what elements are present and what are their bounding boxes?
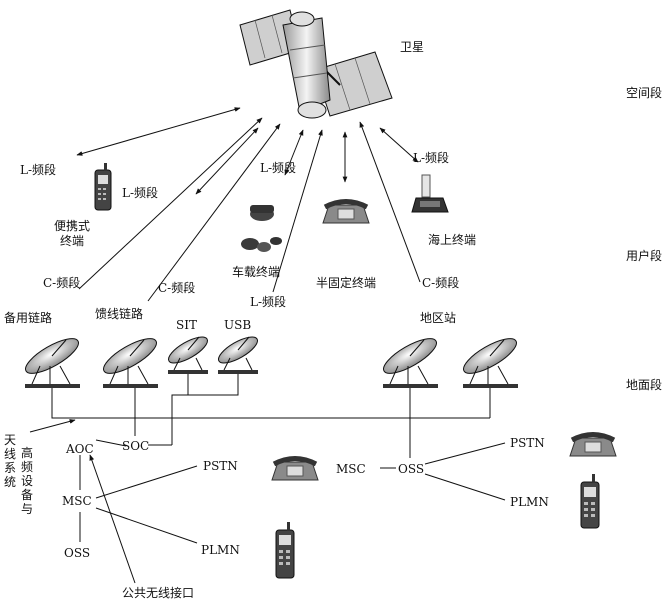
pstn-label-center: PSTN bbox=[203, 459, 238, 473]
feeder-link-label: 馈线链路 bbox=[95, 307, 144, 321]
l-band-label-portable-2: L-频段 bbox=[122, 186, 159, 200]
msc-label-left: MSC bbox=[62, 494, 92, 508]
link-portable-l-band-2 bbox=[195, 127, 259, 195]
regional-station-label: 地区站 bbox=[420, 311, 457, 325]
semi-fixed-terminal-label: 半固定终端 bbox=[316, 276, 377, 290]
l-band-label-vehicle: L-频段 bbox=[260, 161, 297, 175]
oss-label-left: OSS bbox=[64, 546, 91, 560]
ground-connections bbox=[51, 374, 506, 544]
regional-station-dish-icon-2 bbox=[463, 338, 518, 388]
plmn-mobile-icon-right bbox=[580, 474, 600, 529]
backup-link-dish-icon bbox=[25, 338, 80, 388]
link-l-band-ground bbox=[272, 129, 323, 293]
aoc-label: AOC bbox=[66, 442, 94, 456]
link-vehicle-l-band bbox=[284, 129, 304, 176]
c-band-label-regional: C-频段 bbox=[422, 276, 460, 290]
regional-station-dish-icon-1 bbox=[383, 338, 438, 388]
maritime-terminal-label: 海上终端 bbox=[428, 233, 477, 247]
usb-dish-icon bbox=[218, 336, 258, 374]
link-regional-c-band bbox=[359, 121, 421, 283]
msc-label-right: MSC bbox=[336, 462, 366, 476]
satellite-links bbox=[76, 107, 421, 302]
vehicle-terminal-icon bbox=[241, 205, 282, 252]
rf-equipment-label: 高频设备与 bbox=[21, 446, 34, 516]
sit-dish-icon bbox=[168, 336, 208, 374]
annotation-arrows bbox=[29, 419, 136, 584]
ground-segment-label: 地面段 bbox=[626, 378, 663, 392]
l-band-label-portable: L-频段 bbox=[20, 163, 57, 177]
link-maritime-l-band bbox=[379, 127, 419, 163]
l-band-label-ground: L-频段 bbox=[250, 295, 287, 309]
portable-phone-icon bbox=[94, 163, 112, 211]
link-feeder-c-band bbox=[147, 123, 281, 302]
maritime-terminal-icon bbox=[411, 174, 449, 213]
soc-label: SOC bbox=[122, 439, 150, 453]
l-band-label-maritime: L-频段 bbox=[413, 151, 450, 165]
space-segment-label: 空间段 bbox=[626, 86, 663, 100]
pstn-label-right: PSTN bbox=[510, 436, 545, 450]
portable-terminal-label: 便携式 终端 bbox=[54, 219, 91, 248]
c-band-label-backup: C-频段 bbox=[43, 276, 81, 290]
sit-label: SIT bbox=[176, 318, 197, 332]
desk-phone-icon bbox=[322, 199, 370, 224]
link-backup-c-band bbox=[78, 117, 263, 290]
link-portable-l-band bbox=[76, 107, 241, 156]
user-segment-label: 用户段 bbox=[626, 249, 663, 263]
public-radio-interface-label: 公共无线接口 bbox=[122, 586, 195, 600]
vehicle-terminal-label: 车载终端 bbox=[232, 265, 281, 279]
antenna-system-label: 天线系统 bbox=[4, 433, 17, 489]
pstn-phone-icon-center bbox=[271, 456, 319, 481]
oss-label-right: OSS bbox=[398, 462, 425, 476]
satellite-icon bbox=[239, 9, 393, 119]
satellite-label: 卫星 bbox=[400, 40, 425, 54]
usb-label: USB bbox=[224, 318, 252, 332]
plmn-mobile-icon-center bbox=[275, 522, 295, 579]
plmn-label-center: PLMN bbox=[201, 543, 240, 557]
feeder-link-dish-icon bbox=[103, 338, 158, 388]
plmn-label-right: PLMN bbox=[510, 495, 549, 509]
backup-link-label: 备用链路 bbox=[4, 311, 53, 325]
c-band-label-feeder: C-频段 bbox=[158, 281, 196, 295]
pstn-phone-icon-right bbox=[569, 432, 617, 457]
